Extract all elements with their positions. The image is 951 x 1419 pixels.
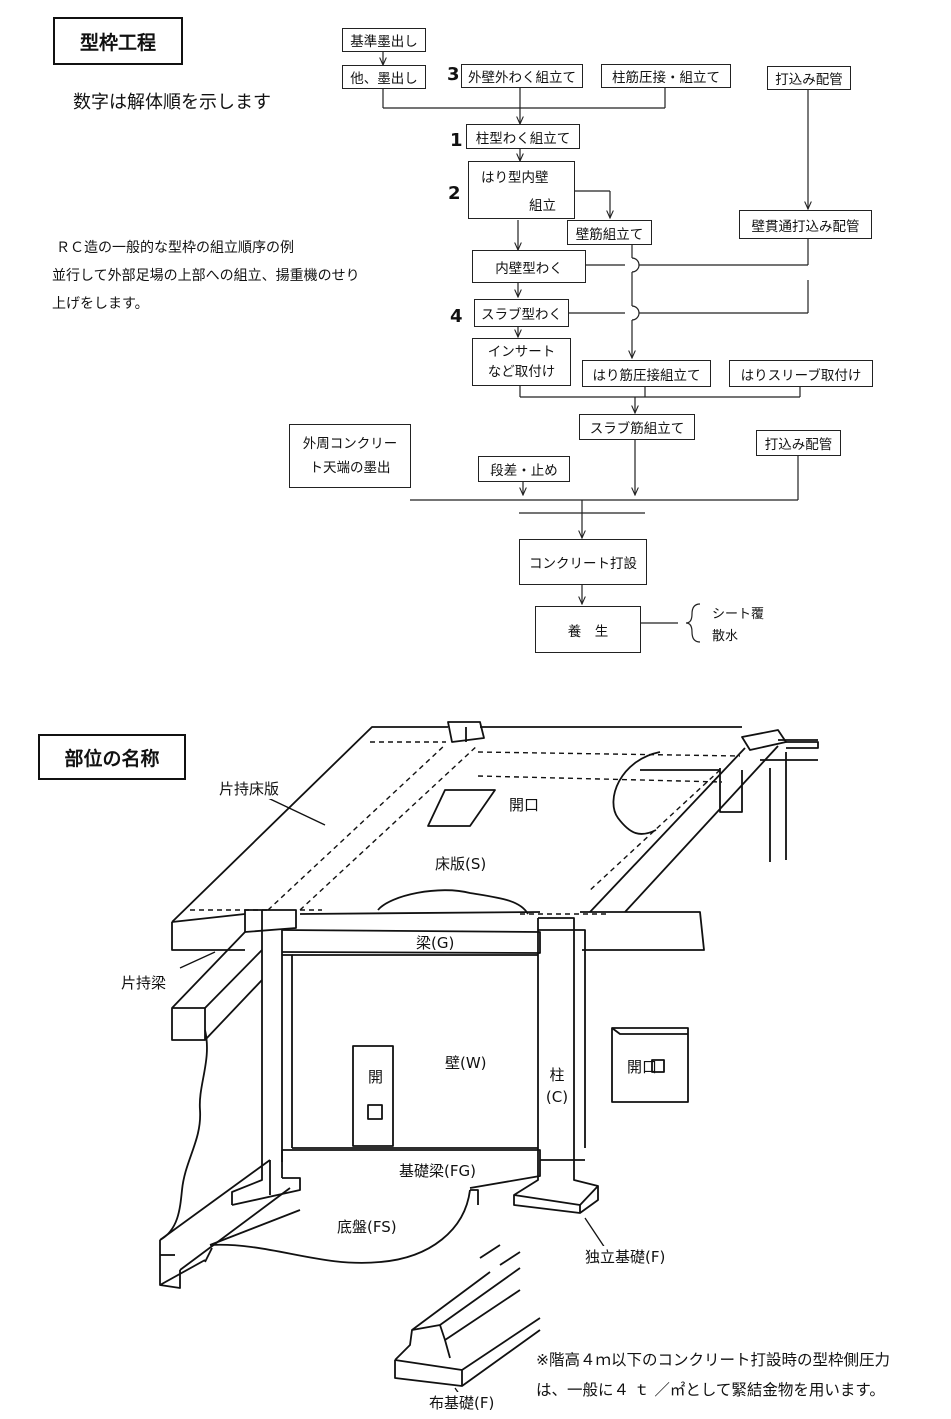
label-kaiko-top: 開口 [508, 794, 541, 815]
flow-uchikomi2-label: 打込み配管 [764, 437, 833, 453]
flow-gaiheki: 外壁外わく組立て [461, 64, 583, 88]
flow-hashira-tekkin-label: 柱筋圧接・組立て [612, 70, 720, 86]
flow-hari-label-1: はり型内壁 [481, 170, 549, 186]
flow-harisleeve-label: はりスリーブ取付け [740, 367, 862, 384]
flow-dansa-label: 段差・止め [490, 463, 558, 479]
flow-kanetsu-label: 壁貫通打込み配管 [751, 218, 860, 235]
step-number-1: 1 [450, 130, 463, 151]
rc-note-line3: 上げをします。 [52, 296, 149, 312]
label-dokuritsu-kiso: 独立基礎(F) [584, 1246, 667, 1267]
label-hashira: 柱 (C) [545, 1066, 569, 1106]
flow-gaishu-label-1: 外周コンクリー [302, 436, 398, 452]
parts-title-text: 部位の名称 [64, 747, 160, 770]
flow-hari-kin: はり筋圧接組立て [582, 360, 711, 387]
flow-insert: インサート など取付け [472, 338, 571, 386]
pressure-note-line2: は、一般に４ ｔ ／㎡として緊結金物を用います。 [536, 1381, 885, 1399]
flow-hari-label-2: 組立 [529, 198, 556, 214]
flow-hari-sleeve: はりスリーブ取付け [729, 360, 873, 387]
label-door-opening-bottom: 口 [367, 1103, 384, 1124]
flow-hari-naiheki: はり型内壁 組立 [468, 161, 575, 219]
process-title-text: 型枠工程 [79, 31, 156, 54]
flow-concrete-dasetsu: コンクリート打設 [519, 539, 647, 585]
flow-yojo-label: 養 生 [567, 623, 609, 640]
flow-gaishu-concrete: 外周コンクリー ト天端の墨出 [289, 424, 411, 488]
flow-gaiheki-label: 外壁外わく組立て [468, 70, 576, 86]
flow-kabekin-label: 壁筋組立て [575, 226, 644, 243]
flow-dansa-tome: 段差・止め [478, 456, 570, 482]
label-nuno-kiso: 布基礎(F) [428, 1392, 496, 1413]
flow-harikin-label: はり筋圧接組立て [592, 367, 701, 384]
parts-section-title: 部位の名称 [38, 734, 186, 780]
rc-note-line1: ＲＣ造の一般的な型枠の組立順序の例 [56, 240, 294, 256]
flow-uchikomi-haikan-1: 打込み配管 [767, 66, 851, 90]
flow-insert-label-1: インサート [487, 344, 556, 360]
flow-kabe-kantsuu: 壁貫通打込み配管 [739, 210, 872, 239]
flowchart-connectors [0, 51, 951, 643]
pressure-note-line1: ※階高４ｍ以下のコンクリート打設時の型枠側圧力 [536, 1351, 890, 1369]
flow-hashira-kata: 柱型わく組立て [466, 124, 580, 149]
label-shoban: 床版(S) [434, 853, 488, 874]
flow-insert-label-2: など取付け [487, 364, 556, 380]
label-kabe: 壁(W) [444, 1052, 488, 1073]
order-note: 数字は解体順を示します [73, 92, 271, 113]
flow-slabkin-label: スラブ筋組立て [589, 421, 685, 437]
flow-naiheki-kata: 内壁型わく [472, 250, 586, 283]
flow-kabe-kin: 壁筋組立て [567, 220, 652, 245]
flow-gaishu-label-2: ト天端の墨出 [309, 460, 391, 476]
label-hari: 梁(G) [416, 934, 455, 952]
flow-naiheki-label: 内壁型わく [495, 260, 563, 277]
flow-sheet-cover: シート覆 [712, 607, 765, 622]
flow-yojo: 養 生 [535, 606, 641, 653]
flow-hashira-tekkin: 柱筋圧接・組立て [601, 64, 731, 88]
flow-concrete-label: コンクリート打設 [529, 556, 637, 572]
label-door-opening-top: 開 [368, 1068, 384, 1086]
step-number-3: 3 [447, 64, 460, 85]
flow-slab-kin: スラブ筋組立て [579, 414, 695, 440]
label-kiso-bari: 基礎梁(FG) [399, 1162, 476, 1180]
label-katamochi-bari: 片持梁 [120, 972, 168, 993]
flow-hashira-kata-label: 柱型わく組立て [475, 130, 571, 147]
process-section-title: 型枠工程 [53, 17, 183, 65]
flow-hoka-sumidashi: 他、墨出し [342, 65, 426, 89]
label-kaiko-window: 開口 [627, 1058, 658, 1076]
label-katamochi-shoban: 片持床版 [218, 778, 281, 799]
flow-kijun-sumidashi: 基準墨出し [342, 28, 426, 52]
rc-note-line2: 並行して外部足場の上部への組立、揚重機のせり [52, 268, 360, 284]
flow-uchikomi1-label: 打込み配管 [775, 72, 843, 88]
flow-slab-kata: スラブ型わく [474, 299, 569, 327]
flow-uchikomi-haikan-2: 打込み配管 [756, 430, 841, 456]
step-number-4: 4 [450, 306, 463, 327]
label-teiban: 底盤(FS) [337, 1218, 397, 1236]
flow-hoka-label: 他、墨出し [350, 71, 418, 87]
flow-kijun-label: 基準墨出し [350, 34, 418, 50]
flow-sansui: 散水 [712, 629, 739, 644]
step-number-2: 2 [448, 183, 461, 204]
flow-slabkata-label: スラブ型わく [481, 307, 562, 323]
